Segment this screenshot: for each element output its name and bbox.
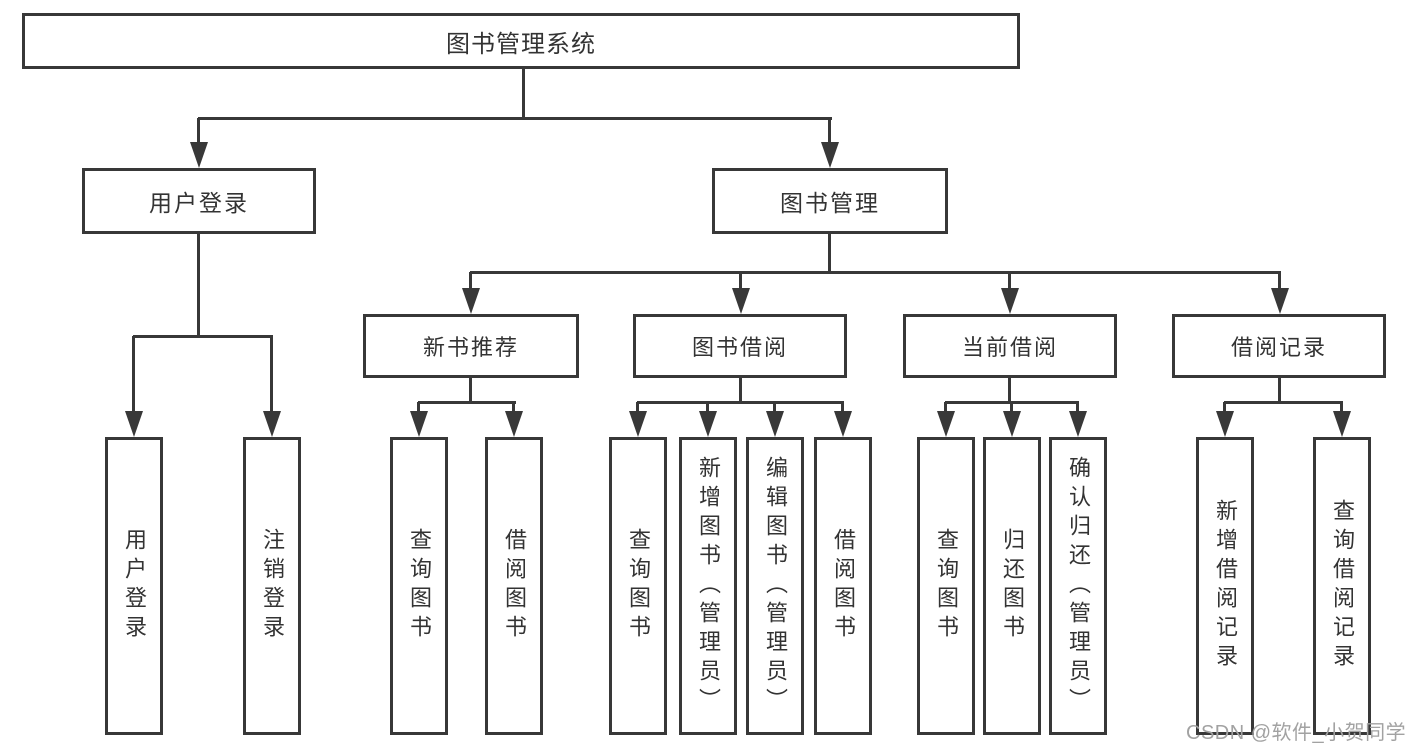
leaf-return-book: 归还图书: [983, 437, 1041, 735]
arrow-down-icon-add-book: [706, 402, 709, 411]
leaf-add-book-admin: 新增图书（管理员）: [679, 437, 737, 735]
leaf-user-login: 用户登录: [105, 437, 163, 735]
connector-book-borrow-stem: [739, 378, 742, 404]
leaf-add-borrow-record: 新增借阅记录: [1196, 437, 1254, 735]
arrow-down-icon-borrow-records: [1278, 272, 1281, 288]
arrow-down-icon-confirm-return: [1076, 402, 1079, 411]
node-new-book-recommend: 新书推荐: [363, 314, 579, 378]
connector-new-book-recommend-branch: [418, 401, 516, 404]
node-root: 图书管理系统: [22, 13, 1020, 69]
arrow-down-icon-book-borrow: [739, 272, 742, 288]
connector-user-login-branch: [133, 335, 273, 338]
arrow-down-icon-add-borrow-record: [1223, 402, 1226, 411]
node-user-login: 用户登录: [82, 168, 316, 234]
connector-level3-branch: [470, 271, 1281, 274]
node-borrow-records: 借阅记录: [1172, 314, 1386, 378]
leaf-edit-book-admin: 编辑图书（管理员）: [746, 437, 804, 735]
connector-borrow-records-branch: [1224, 401, 1343, 404]
arrow-down-icon-query-books-2: [636, 402, 639, 411]
node-current-borrow: 当前借阅: [903, 314, 1117, 378]
leaf-query-books-3: 查询图书: [917, 437, 975, 735]
arrow-down-icon-book-management: [828, 118, 831, 142]
leaf-borrow-books-1: 借阅图书: [485, 437, 543, 735]
arrow-down-icon-leaf-user-login: [132, 336, 135, 411]
arrow-down-icon-leaf-logout: [270, 336, 273, 411]
connector-level2-branch: [198, 117, 832, 120]
arrow-down-icon-current-borrow: [1008, 272, 1011, 288]
arrow-down-icon-user-login: [197, 118, 200, 142]
arrow-down-icon-query-books-1: [417, 402, 420, 411]
arrow-down-icon-return-book: [1010, 402, 1013, 411]
connector-current-borrow-stem: [1008, 378, 1011, 404]
arrow-down-icon-borrow-books-1: [512, 402, 515, 411]
connector-borrow-records-stem: [1278, 378, 1281, 404]
node-book-borrow: 图书借阅: [633, 314, 847, 378]
connector-book-management-stem: [828, 234, 831, 273]
leaf-query-books-1: 查询图书: [390, 437, 448, 735]
node-book-management: 图书管理: [712, 168, 948, 234]
arrow-down-icon-query-borrow-record: [1340, 402, 1343, 411]
watermark: CSDN @软件_小贺同学: [1186, 722, 1405, 744]
leaf-query-books-2: 查询图书: [609, 437, 667, 735]
leaf-borrow-books-2: 借阅图书: [814, 437, 872, 735]
connector-book-borrow-branch: [637, 401, 844, 404]
arrow-down-icon-edit-book: [773, 402, 776, 411]
arrow-down-icon-borrow-books-2: [841, 402, 844, 411]
arrow-down-icon-new-book-recommend: [469, 272, 472, 288]
connector-new-book-recommend-stem: [469, 378, 472, 404]
connector-user-login-stem: [197, 234, 200, 337]
leaf-logout: 注销登录: [243, 437, 301, 735]
leaf-confirm-return-admin: 确认归还（管理员）: [1049, 437, 1107, 735]
connector-root-stem: [522, 69, 525, 119]
leaf-query-borrow-record: 查询借阅记录: [1313, 437, 1371, 735]
arrow-down-icon-query-books-3: [944, 402, 947, 411]
